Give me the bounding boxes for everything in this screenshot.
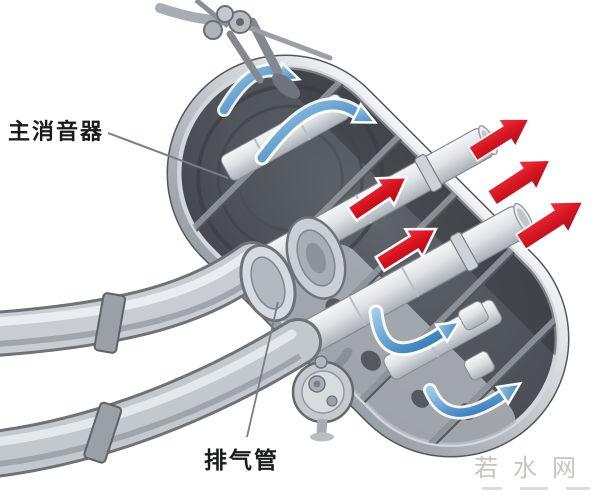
pipe-stub-2 — [463, 351, 495, 381]
watermark-text: 若水网 — [474, 454, 591, 482]
flange-ring — [239, 243, 297, 323]
flow-arrow-top-2 — [254, 97, 381, 166]
inlet-exhaust-pipe — [0, 241, 275, 357]
watermark-underline — [482, 487, 590, 490]
tail-pipe-2 — [299, 202, 535, 353]
secondary-exhaust-pipe — [0, 318, 322, 478]
pipe-stub-1 — [457, 301, 489, 331]
inlet-boss — [285, 216, 347, 300]
flow-arrow-bottom-1 — [368, 304, 466, 357]
rubber-mount — [291, 347, 355, 442]
hanger-bracket — [155, 0, 333, 99]
label-exhaust-pipe: 排气管 — [204, 448, 279, 474]
exhaust-pipe-assembly — [0, 216, 347, 478]
label-muffler: 主消音器 — [8, 120, 105, 145]
leader-line-exhaust-pipe — [246, 301, 279, 438]
leader-line-muffler — [107, 132, 229, 179]
flow-arrow-bottom-2 — [423, 373, 527, 420]
